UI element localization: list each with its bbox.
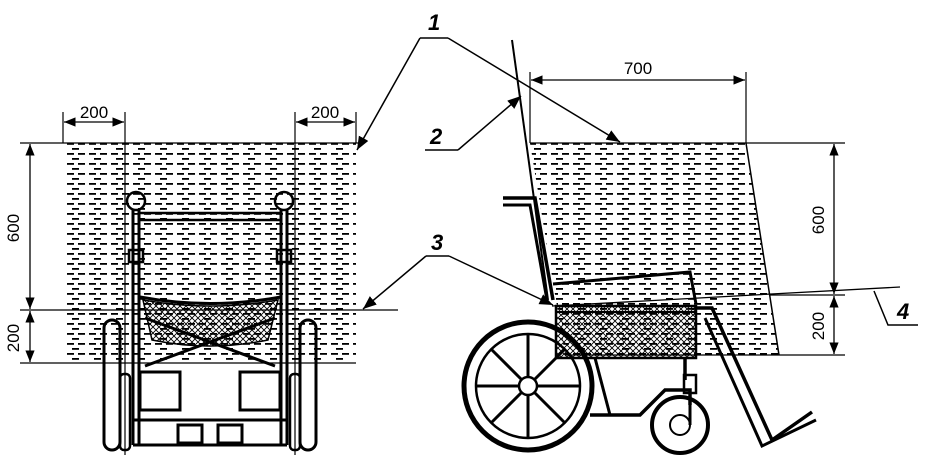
- callouts: 1 2 3 4: [356, 10, 918, 326]
- side-view: 700 600 200: [461, 39, 901, 455]
- front-view: 200 200 600 200: [4, 103, 398, 455]
- front-upper-height-dim: 600: [4, 214, 23, 242]
- side-lower-height-dim: 200: [809, 312, 828, 340]
- callout-1: 1: [428, 10, 440, 35]
- side-clearance-zone: [530, 143, 779, 355]
- wheelchair-side: [461, 196, 817, 455]
- callout-3: 3: [431, 230, 443, 255]
- side-depth-dim: 700: [624, 59, 652, 78]
- wheel-spokes: [476, 334, 580, 438]
- callout-2: 2: [429, 124, 443, 149]
- side-upper-height-dim: 600: [809, 206, 828, 234]
- front-side-left-dim: 200: [80, 103, 108, 122]
- front-side-right-dim: 200: [311, 103, 339, 122]
- front-lower-height-dim: 200: [4, 324, 23, 352]
- wheelchair-front: [102, 190, 318, 452]
- callout-4: 4: [896, 299, 909, 324]
- side-seat: [554, 304, 698, 360]
